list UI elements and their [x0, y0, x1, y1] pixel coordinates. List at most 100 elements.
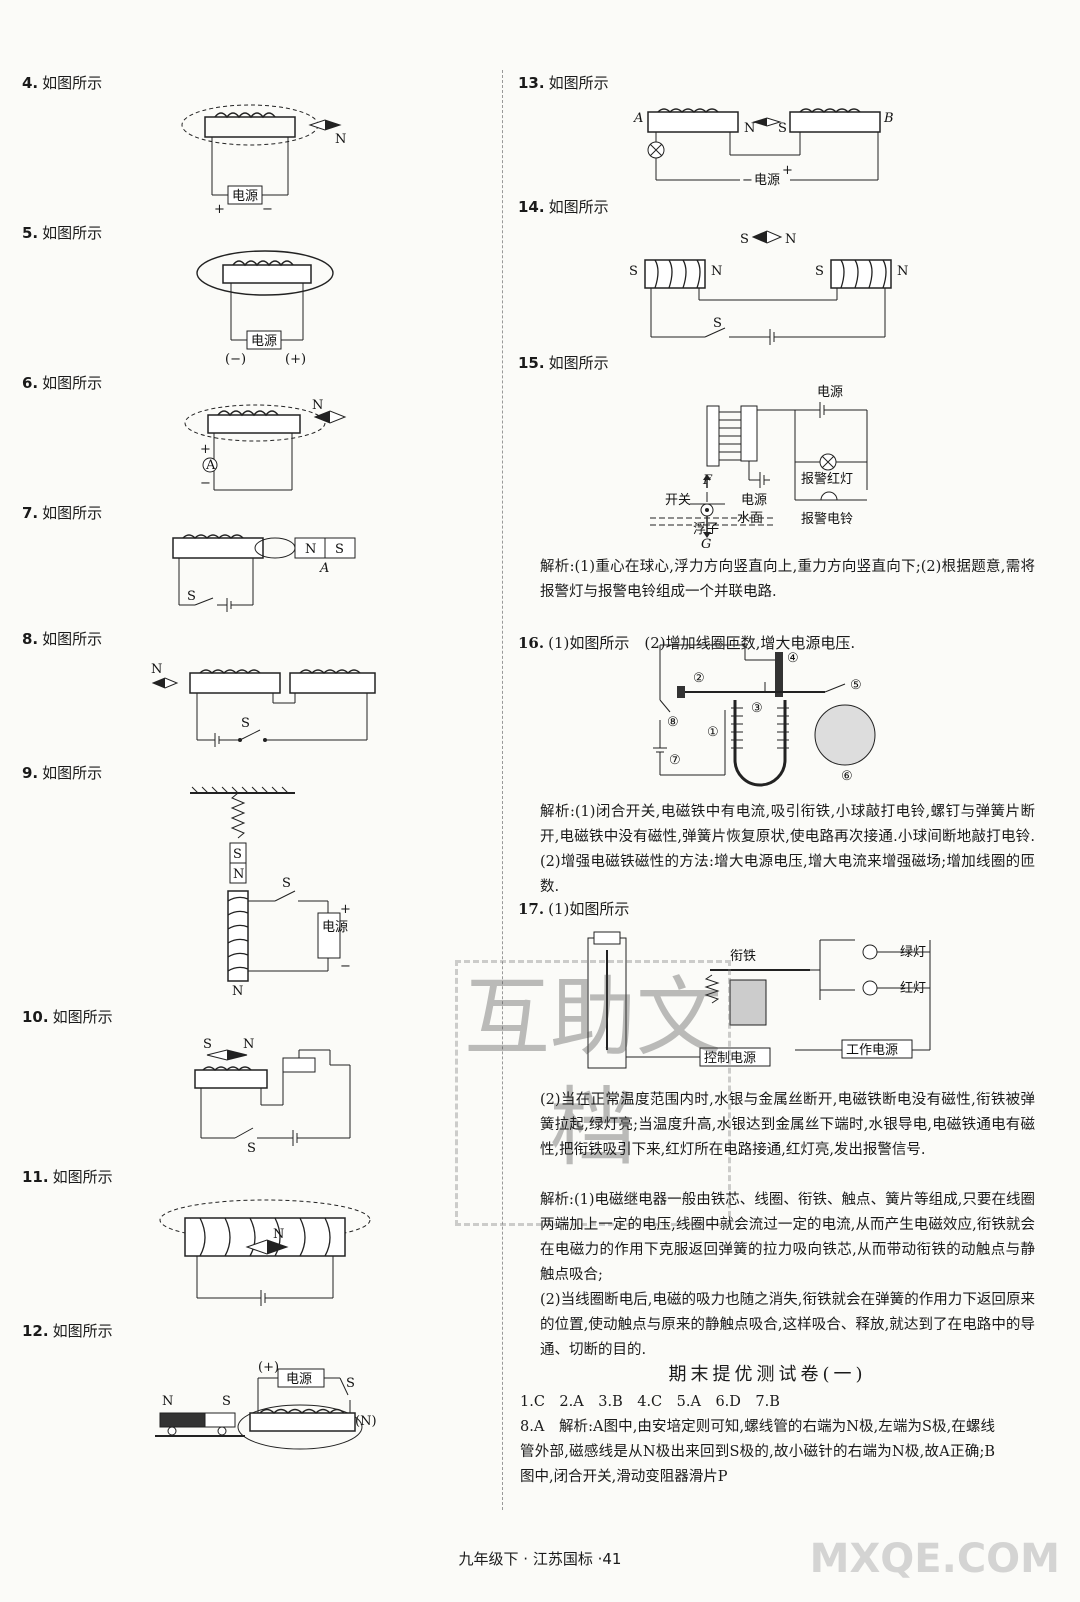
figure-16: ④ ② ⑤ ③ ⑧ ⑦ ① ⑥ — [653, 644, 876, 787]
analysis-16: 解析:(1)闭合开关,电磁铁中有电流,吸引衔铁,小球敲打电铃,螺钉与弹簧片断开,… — [540, 804, 1035, 895]
question-14: 14.如图所示 — [518, 198, 609, 216]
corner-logo: MXQE.COM — [809, 1536, 1060, 1582]
svg-text:S: S — [247, 1141, 256, 1155]
svg-text:A: A — [205, 458, 216, 473]
analysis-17b: 解析:(1)电磁继电器一般由铁芯、线圈、衔铁、触点、簧片等组成,只要在线圈两端加… — [540, 1192, 1035, 1283]
svg-text:⑤: ⑤ — [850, 678, 862, 693]
figure-9: S N N S 电源 + − — [190, 786, 351, 999]
svg-text:S: S — [335, 542, 344, 557]
svg-text:工作电源: 工作电源 — [846, 1043, 898, 1058]
figure-8: N S — [151, 662, 376, 747]
figure-17: 衔铁 绿灯 红灯 工作电源 控制电源 — [587, 931, 931, 1069]
svg-text:③: ③ — [751, 701, 763, 716]
question-13: 13.如图所示 — [518, 74, 609, 92]
svg-text:S: S — [203, 1037, 212, 1052]
question-16: 16.(1)如图所示 (2)增加线圈匝数,增大电源电压. — [518, 634, 856, 652]
answers-block: 1.C 2.A 3.B 4.C 5.A 6.D 7.B 8.A 解析:A图中,由… — [520, 1390, 995, 1490]
svg-text:A: A — [633, 111, 643, 126]
svg-text:浮子: 浮子 — [693, 522, 719, 537]
svg-text:电源: 电源 — [286, 1372, 312, 1387]
svg-text:N: N — [711, 264, 722, 279]
svg-text:N: N — [273, 1227, 284, 1242]
page-footer: 九年级下 · 江苏国标 ·41 — [458, 1550, 622, 1568]
svg-text:⑦: ⑦ — [669, 753, 681, 768]
section-title: 期末提优测试卷(一) — [668, 1364, 867, 1385]
svg-text:N: N — [232, 984, 243, 999]
svg-text:S: S — [233, 847, 242, 862]
svg-text:S: S — [740, 232, 749, 247]
question-10: 10.如图所示 — [22, 1008, 113, 1026]
analysis-17a: (2)当在正常温度范围内时,水银与金属丝断开,电磁铁断电没有磁性,衔铁被弹簧拉起… — [540, 1092, 1035, 1158]
svg-text:(−): (−) — [225, 352, 246, 367]
svg-text:N: N — [305, 542, 316, 557]
svg-text:B: B — [883, 111, 894, 126]
svg-text:−: − — [200, 476, 211, 491]
question-12: 12.如图所示 — [22, 1322, 113, 1340]
figure-6: N A + − — [184, 398, 347, 491]
svg-text:N: N — [897, 264, 908, 279]
svg-text:−: − — [262, 202, 273, 217]
svg-text:报警电铃: 报警电铃 — [801, 511, 853, 527]
svg-text:④: ④ — [787, 651, 799, 666]
figure-13: A N S B − 电源 + — [633, 108, 894, 188]
svg-text:N: N — [151, 662, 162, 677]
column-divider — [502, 70, 504, 1510]
svg-text:S: S — [222, 1394, 231, 1409]
figure-14: S N S N S N S — [629, 230, 908, 345]
question-7: 7.如图所示 — [22, 504, 103, 522]
svg-text:电源: 电源 — [251, 334, 277, 349]
svg-text:+: + — [340, 902, 351, 917]
figure-5: 电源 (−) (+) — [196, 250, 334, 367]
figure-11: N — [159, 1199, 371, 1306]
svg-text:(+): (+) — [258, 1360, 279, 1375]
svg-text:N: N — [243, 1037, 254, 1052]
analysis-17c: (2)当线圈断电后,电磁的吸力也随之消失,衔铁就会在弹簧的作用力下返回原来的位置… — [540, 1292, 1035, 1358]
svg-text:A: A — [319, 561, 329, 576]
figure-12: (+) 电源 S N S (N) — [155, 1360, 377, 1450]
svg-text:S: S — [282, 876, 291, 891]
svg-text:N: N — [335, 132, 346, 147]
svg-text:N: N — [785, 232, 796, 247]
svg-text:N: N — [744, 121, 755, 136]
svg-text:S: S — [629, 264, 638, 279]
svg-text:⑥: ⑥ — [841, 769, 853, 784]
watermark: 互助文档 — [455, 960, 731, 1226]
analysis-15: 解析:(1)重心在球心,浮力方向竖直向上,重力方向竖直向下;(2)根据题意,需将… — [540, 559, 1035, 600]
svg-text:衔铁: 衔铁 — [730, 949, 756, 964]
svg-text:S: S — [187, 589, 196, 604]
svg-text:电源: 电源 — [741, 493, 767, 508]
svg-text:⑧: ⑧ — [667, 715, 679, 730]
svg-text:S: S — [778, 121, 787, 136]
question-6: 6.如图所示 — [22, 374, 103, 392]
figure-15: 电源 报警红灯 报警电铃 电源 开关 F 水面 浮子 G — [650, 385, 868, 550]
question-9: 9.如图所示 — [22, 764, 103, 782]
svg-text:电源: 电源 — [754, 173, 780, 188]
question-17: 17.(1)如图所示 — [518, 900, 630, 918]
svg-text:N: N — [162, 1394, 173, 1409]
figure-10: S N S — [194, 1037, 351, 1155]
answers-line: 1.C 2.A 3.B 4.C 5.A 6.D 7.B — [520, 1394, 780, 1410]
svg-text:电源: 电源 — [232, 189, 258, 204]
svg-text:控制电源: 控制电源 — [704, 1051, 756, 1066]
question-5: 5.如图所示 — [22, 224, 103, 242]
svg-text:S: S — [346, 1376, 355, 1391]
svg-text:报警红灯: 报警红灯 — [801, 471, 853, 487]
question-15: 15.如图所示 — [518, 354, 609, 372]
question-4: 4.如图所示 — [22, 74, 103, 92]
svg-text:−: − — [340, 959, 351, 974]
svg-text:N: N — [312, 398, 323, 413]
figure-4: N 电源 + − — [181, 104, 346, 217]
svg-text:开关: 开关 — [665, 493, 691, 508]
svg-text:N: N — [233, 867, 244, 882]
question-11: 11.如图所示 — [22, 1168, 113, 1186]
svg-text:−: − — [742, 173, 753, 188]
svg-text:S: S — [241, 716, 250, 731]
question-8: 8.如图所示 — [22, 630, 103, 648]
svg-text:电源: 电源 — [817, 385, 843, 400]
svg-text:电源: 电源 — [322, 920, 348, 935]
svg-text:①: ① — [707, 725, 719, 740]
svg-text:G: G — [701, 537, 711, 550]
answer-8: 8.A 解析:A图中,由安培定则可知,螺线管的右端为N极,左端为S极,在螺线管外… — [520, 1419, 995, 1485]
svg-text:S: S — [713, 316, 722, 331]
svg-text:②: ② — [693, 671, 705, 686]
